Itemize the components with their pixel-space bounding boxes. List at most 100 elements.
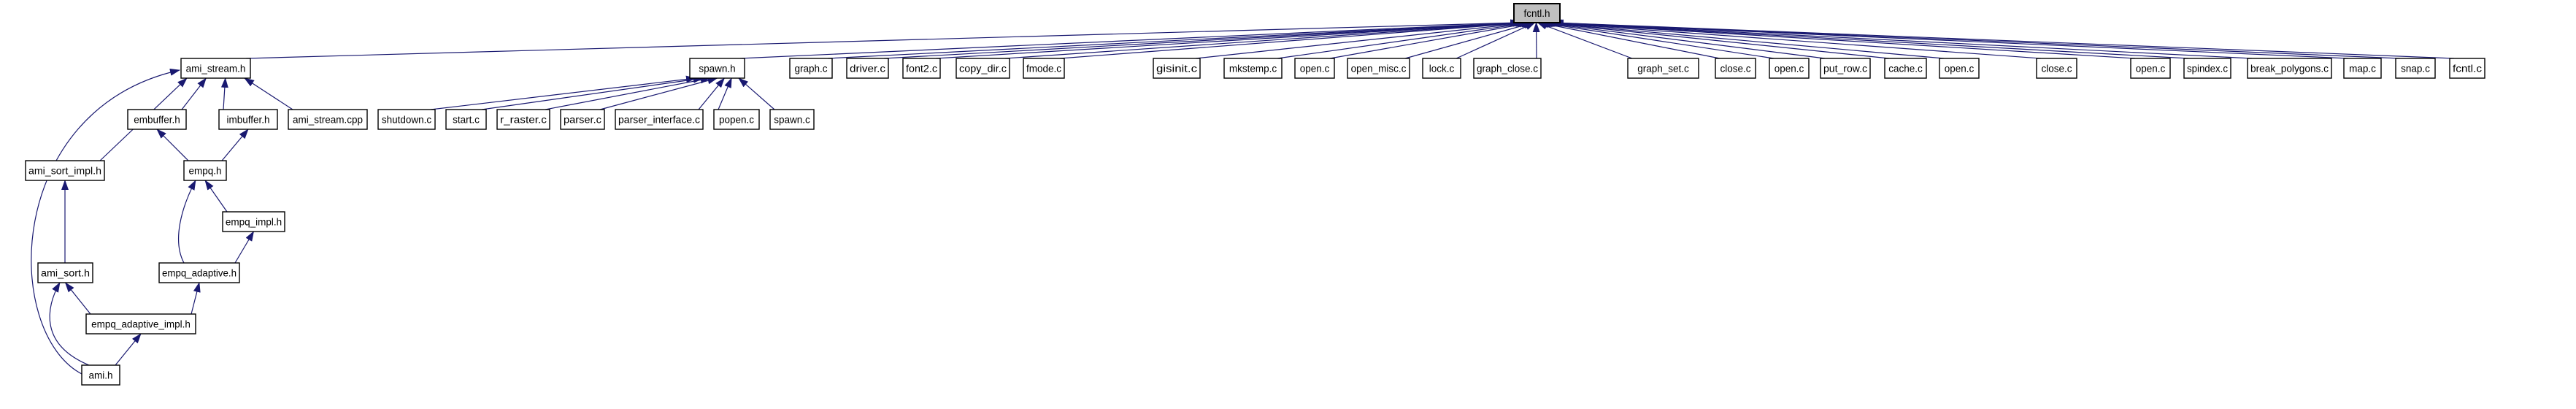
- graph-node-r_raster_c[interactable]: r_raster.c: [496, 109, 550, 130]
- graph-node-close_c_1[interactable]: close.c: [1715, 58, 1756, 79]
- graph-node-fmode_c[interactable]: fmode.c: [1023, 58, 1065, 79]
- node-box-font2_c[interactable]: [902, 58, 941, 79]
- node-box-ami_sort_impl_h[interactable]: [25, 160, 105, 181]
- graph-node-start_c[interactable]: start.c: [445, 109, 487, 130]
- node-box-parser_c[interactable]: [560, 109, 605, 130]
- graph-node-open_c_3[interactable]: open.c: [1939, 58, 1980, 79]
- graph-node-map_c[interactable]: map.c: [2343, 58, 2382, 79]
- graph-node-imbuffer_h[interactable]: imbuffer.h: [218, 109, 278, 130]
- node-box-spawn_h[interactable]: [689, 58, 745, 79]
- graph-node-parser_c[interactable]: parser.c: [560, 109, 605, 130]
- node-box-put_row_c[interactable]: [1820, 58, 1871, 79]
- node-box-r_raster_c[interactable]: [496, 109, 550, 130]
- graph-node-mkstemp_c[interactable]: mkstemp.c: [1223, 58, 1283, 79]
- node-box-imbuffer_h[interactable]: [218, 109, 278, 130]
- graph-node-lock_c[interactable]: lock.c: [1422, 58, 1461, 79]
- node-box-cache_c[interactable]: [1884, 58, 1927, 79]
- graph-node-empq_adaptive_h[interactable]: empq_adaptive.h: [158, 262, 240, 283]
- graph-node-gisinit_c[interactable]: gisinit.c: [1153, 58, 1201, 79]
- graph-node-copy_dir_c[interactable]: copy_dir.c: [956, 58, 1010, 79]
- node-box-break_polygons_c[interactable]: [2247, 58, 2332, 79]
- graph-node-empq_adaptive_impl_h[interactable]: empq_adaptive_impl.h: [85, 313, 196, 335]
- node-box-graph_c[interactable]: [789, 58, 833, 79]
- node-box-open_c_3[interactable]: [1939, 58, 1980, 79]
- graph-node-driver_c[interactable]: driver.c: [846, 58, 889, 79]
- node-box-open_c_1[interactable]: [1294, 58, 1335, 79]
- node-box-mkstemp_c[interactable]: [1223, 58, 1283, 79]
- graph-node-graph_set_c[interactable]: graph_set.c: [1627, 58, 1699, 79]
- edge-ami_h-to-empq_adaptive_impl_h: [115, 333, 142, 366]
- node-box-open_c_4[interactable]: [2130, 58, 2171, 79]
- graph-node-ami_sort_impl_h[interactable]: ami_sort_impl.h: [25, 160, 105, 181]
- graph-node-parser_interface_c[interactable]: parser_interface.c: [615, 109, 704, 130]
- node-label-map_c: map.c: [2349, 64, 2376, 74]
- graph-node-spindex_c[interactable]: spindex.c: [2183, 58, 2231, 79]
- graph-node-open_misc_c[interactable]: open_misc.c: [1347, 58, 1410, 79]
- graph-node-graph_c[interactable]: graph.c: [789, 58, 833, 79]
- edge-parser_interface_c-to-spawn_h: [698, 77, 725, 110]
- node-label-spawn_h: spawn.h: [699, 64, 735, 74]
- graph-node-empq_h[interactable]: empq.h: [183, 160, 227, 181]
- node-box-embuffer_h[interactable]: [127, 109, 187, 130]
- graph-node-snap_c[interactable]: snap.c: [2395, 58, 2436, 79]
- node-label-open_c_2: open.c: [1775, 64, 1804, 74]
- graph-node-ami_stream_h[interactable]: ami_stream.h: [180, 58, 251, 79]
- graph-node-empq_impl_h[interactable]: empq_impl.h: [222, 211, 285, 232]
- graph-node-open_c_4[interactable]: open.c: [2130, 58, 2171, 79]
- graph-node-open_c_2[interactable]: open.c: [1769, 58, 1810, 79]
- node-box-empq_adaptive_h[interactable]: [158, 262, 240, 283]
- node-box-empq_adaptive_impl_h[interactable]: [85, 313, 196, 335]
- node-box-ami_stream_h[interactable]: [180, 58, 251, 79]
- edge-driver_c-to-fcntl_h: [883, 19, 1525, 59]
- node-box-lock_c[interactable]: [1422, 58, 1461, 79]
- node-box-map_c[interactable]: [2343, 58, 2382, 79]
- edge-empq_adaptive_h-to-empq_h: [177, 180, 196, 264]
- node-box-snap_c[interactable]: [2395, 58, 2436, 79]
- graph-node-spawn_h[interactable]: spawn.h: [689, 58, 745, 79]
- graph-node-ami_h[interactable]: ami.h: [81, 364, 120, 386]
- node-box-graph_close_c[interactable]: [1473, 58, 1542, 79]
- node-box-popen_c[interactable]: [713, 109, 760, 130]
- graph-node-shutdown_c[interactable]: shutdown.c: [377, 109, 436, 130]
- graph-node-ami_stream_cpp[interactable]: ami_stream.cpp: [288, 109, 368, 130]
- graph-node-font2_c[interactable]: font2.c: [902, 58, 941, 79]
- graph-node-break_polygons_c[interactable]: break_polygons.c: [2247, 58, 2332, 79]
- node-box-graph_set_c[interactable]: [1627, 58, 1699, 79]
- node-box-spindex_c[interactable]: [2183, 58, 2231, 79]
- edge-graph_c-to-fcntl_h: [827, 19, 1523, 59]
- node-box-gisinit_c[interactable]: [1153, 58, 1201, 79]
- graph-node-ami_sort_h[interactable]: ami_sort.h: [37, 262, 93, 283]
- graph-node-put_row_c[interactable]: put_row.c: [1820, 58, 1871, 79]
- node-box-close_c_1[interactable]: [1715, 58, 1756, 79]
- node-box-close_c_2[interactable]: [2036, 58, 2077, 79]
- graph-node-graph_close_c[interactable]: graph_close.c: [1473, 58, 1542, 79]
- node-box-fmode_c[interactable]: [1023, 58, 1065, 79]
- graph-node-open_c_1[interactable]: open.c: [1294, 58, 1335, 79]
- node-box-parser_interface_c[interactable]: [615, 109, 704, 130]
- node-box-shutdown_c[interactable]: [377, 109, 436, 130]
- node-box-empq_impl_h[interactable]: [222, 211, 285, 232]
- node-box-empq_h[interactable]: [183, 160, 227, 181]
- node-box-ami_sort_h[interactable]: [37, 262, 93, 283]
- edge-start_c-to-spawn_h: [481, 75, 704, 110]
- node-box-copy_dir_c[interactable]: [956, 58, 1010, 79]
- node-box-ami_h[interactable]: [81, 364, 120, 386]
- node-box-open_c_2[interactable]: [1769, 58, 1810, 79]
- node-box-ami_stream_cpp[interactable]: [288, 109, 368, 130]
- node-box-start_c[interactable]: [445, 109, 487, 130]
- graph-node-fcntl_c[interactable]: fcntl.c: [2449, 58, 2485, 79]
- graph-node-spawn_c[interactable]: spawn.c: [769, 109, 815, 130]
- graph-node-cache_c[interactable]: cache.c: [1884, 58, 1927, 79]
- node-box-driver_c[interactable]: [846, 58, 889, 79]
- node-label-driver_c: driver.c: [850, 64, 885, 74]
- node-label-ami_h: ami.h: [88, 370, 112, 381]
- edge-copy_dir_c-to-fcntl_h: [1004, 19, 1528, 59]
- node-box-open_misc_c[interactable]: [1347, 58, 1410, 79]
- node-box-spawn_c[interactable]: [769, 109, 815, 130]
- graph-node-popen_c[interactable]: popen.c: [713, 109, 760, 130]
- node-box-fcntl_c[interactable]: [2449, 58, 2485, 79]
- edges-layer: [31, 19, 2455, 375]
- graph-node-embuffer_h[interactable]: embuffer.h: [127, 109, 187, 130]
- graph-node-close_c_2[interactable]: close.c: [2036, 58, 2077, 79]
